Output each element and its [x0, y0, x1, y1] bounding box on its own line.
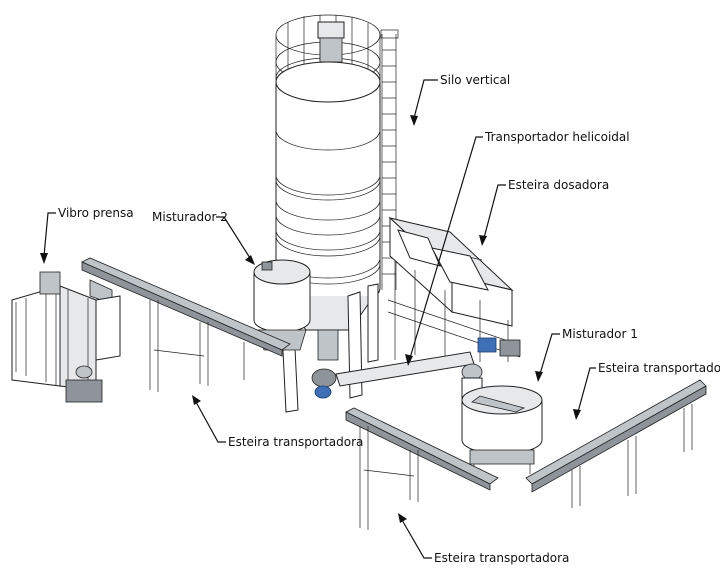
label-esteira-transportadora-right: Esteira transportadora	[598, 361, 720, 375]
silo-leg	[367, 283, 379, 363]
label-vibro-prensa: Vibro prensa	[58, 206, 134, 220]
silo-top-railing	[275, 14, 381, 99]
esteira-transportadora-bottom	[345, 407, 499, 530]
label-misturador-1: Misturador 1	[562, 327, 638, 341]
vibro-prensa	[11, 271, 121, 403]
silo-vertical	[275, 14, 381, 413]
leader-silo-vertical	[410, 79, 438, 126]
misturador-2	[253, 259, 311, 351]
leader-transportador-helicoidal	[405, 136, 483, 366]
leader-misturador-2	[216, 216, 255, 265]
label-esteira-transportadora-bottom: Esteira transportadora	[434, 551, 569, 565]
label-esteira-dosadora: Esteira dosadora	[508, 178, 609, 192]
leader-vibro-prensa	[40, 212, 56, 264]
esteira-dosadora	[387, 216, 521, 362]
leader-misturador-1	[535, 333, 560, 382]
leader-esteira-transportadora-center	[192, 395, 226, 443]
misturador-1	[461, 385, 543, 474]
leader-esteira-dosadora	[479, 184, 506, 246]
label-esteira-transportadora-center: Esteira transportadora	[228, 435, 363, 449]
esteira-transportadora-right	[525, 379, 707, 508]
esteira-transportadora-left	[81, 257, 291, 392]
leader-esteira-transportadora-right	[573, 367, 596, 420]
label-misturador-2: Misturador 2	[152, 210, 228, 224]
label-silo-vertical: Silo vertical	[440, 73, 510, 87]
leader-esteira-transportadora-bottom	[398, 513, 432, 559]
label-transportador-helicoidal: Transportador helicoidal	[484, 130, 630, 144]
